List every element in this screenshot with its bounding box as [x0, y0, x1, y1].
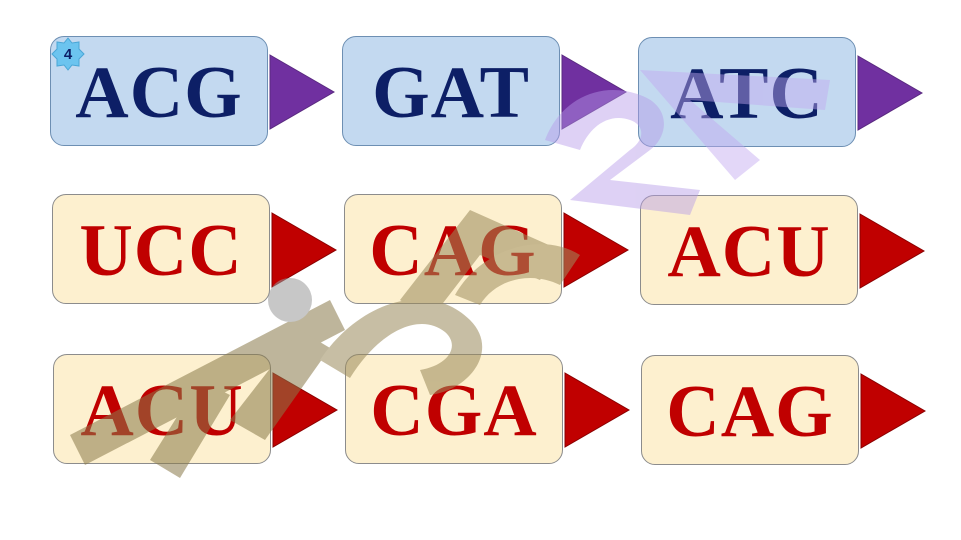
codon-card-r2-c3: ACU — [640, 195, 858, 305]
slide-number: 4 — [63, 45, 73, 63]
codon-text: CGA — [370, 370, 538, 452]
arrow-right-icon — [859, 213, 925, 289]
codon-text: ATC — [670, 53, 824, 135]
codon-card-r2-c2: CAG — [344, 194, 562, 304]
codon-text: CAG — [666, 371, 834, 453]
arrow-right-icon — [857, 55, 923, 131]
codon-card-r3-c2: CGA — [345, 354, 563, 464]
arrow-right-icon — [269, 54, 335, 130]
slide-number-badge-icon — [51, 37, 85, 71]
arrow-right-icon — [271, 212, 337, 288]
codon-text: GAT — [372, 52, 530, 134]
codon-text: CAG — [369, 210, 537, 292]
codon-text: ACU — [667, 211, 831, 293]
arrow-right-icon — [561, 54, 627, 130]
codon-card-r1-c2: GAT — [342, 36, 560, 146]
codon-card-r2-c1: UCC — [52, 194, 270, 304]
codon-card-r1-c1: ACG — [50, 36, 268, 146]
codon-card-r1-c3: ATC — [638, 37, 856, 147]
arrow-right-icon — [272, 372, 338, 448]
arrow-right-icon — [563, 212, 629, 288]
codon-text: ACG — [75, 52, 243, 134]
codon-text: UCC — [79, 210, 243, 292]
codon-card-r3-c1: ACU — [53, 354, 271, 464]
arrow-right-icon — [860, 373, 926, 449]
codon-text: ACU — [80, 370, 244, 452]
arrow-right-icon — [564, 372, 630, 448]
codon-card-r3-c3: CAG — [641, 355, 859, 465]
